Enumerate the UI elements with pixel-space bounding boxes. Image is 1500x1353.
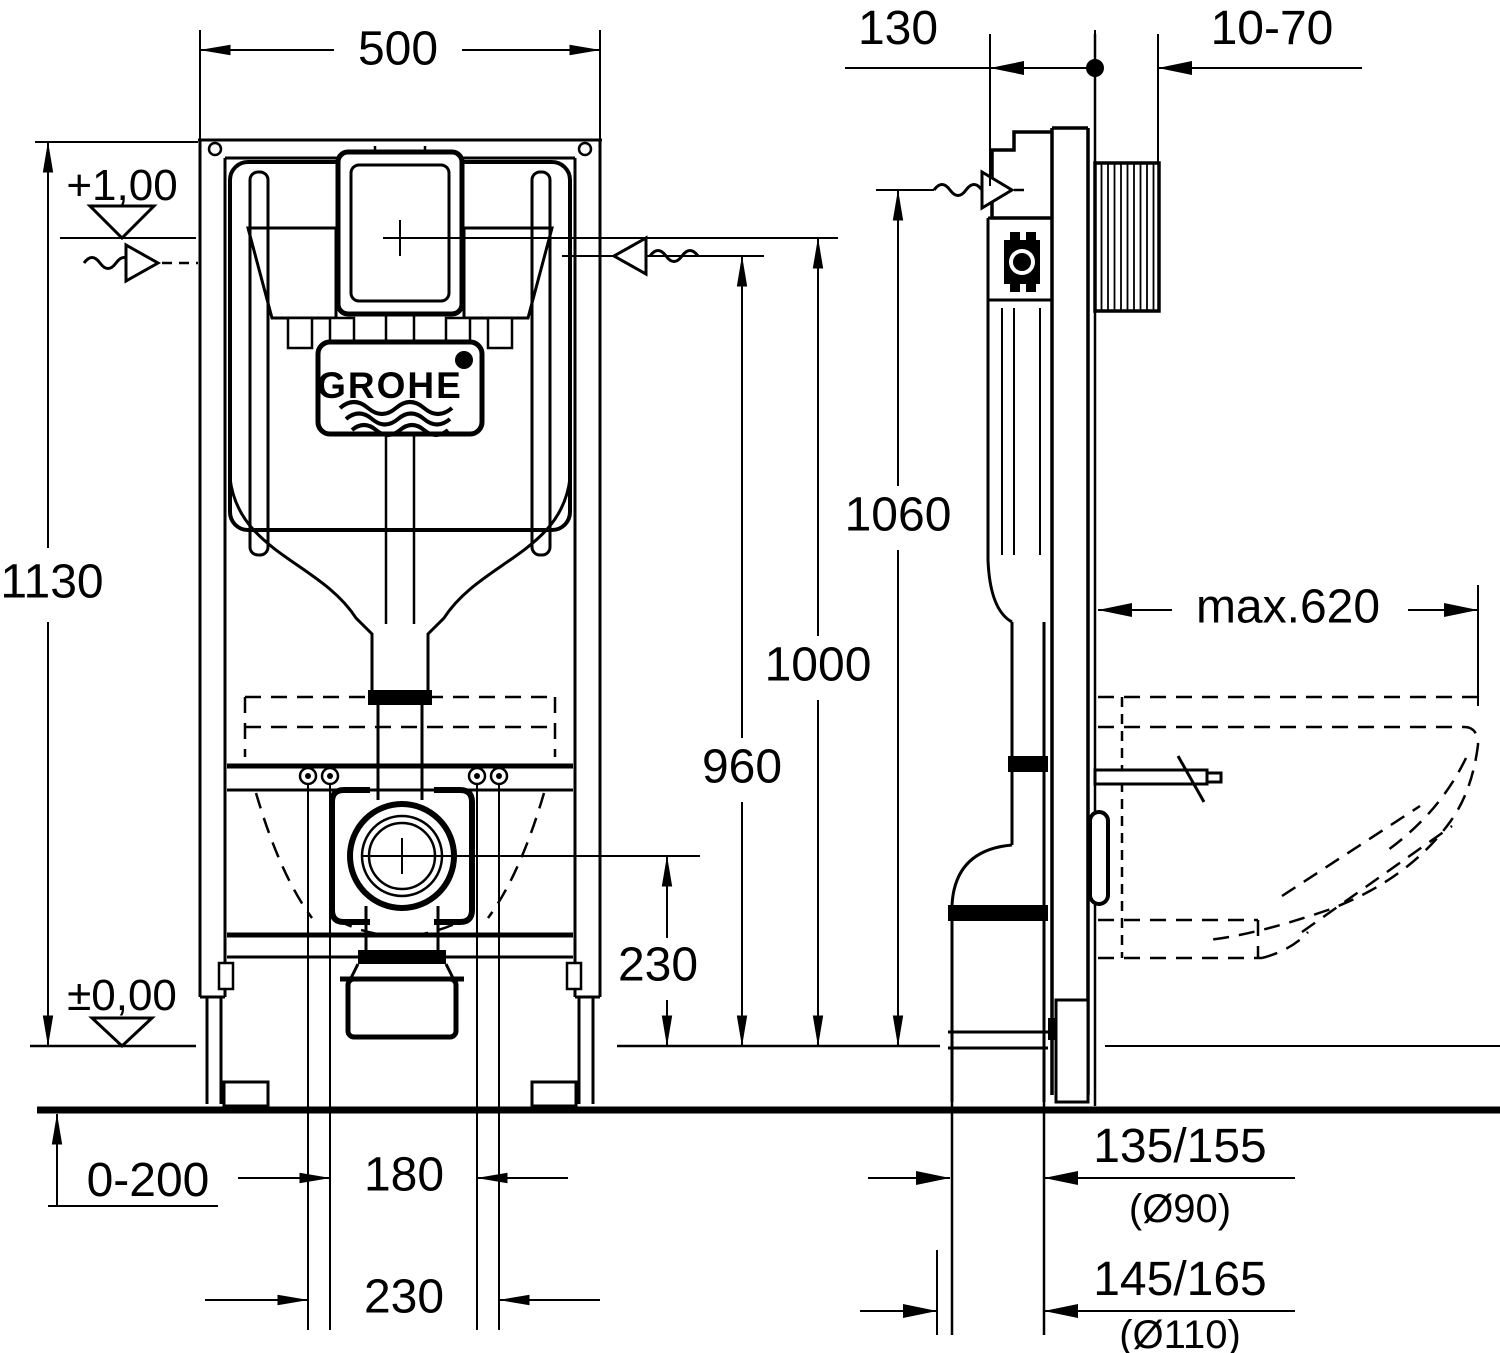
dim-145-165-label: 145/165	[1093, 1253, 1267, 1306]
wall-section	[1093, 34, 1161, 1106]
lower-crossbar	[227, 932, 573, 959]
dim-230-bolts-label: 230	[364, 1271, 444, 1324]
flush-plate-frame	[335, 146, 838, 317]
dim-960-label: 960	[702, 741, 782, 794]
level-marker-zero: ±0,00	[67, 971, 177, 1049]
pipe-coupling	[948, 905, 1048, 921]
rail-clamp	[217, 961, 235, 991]
mount-clip	[286, 316, 314, 350]
registered-dot-icon	[455, 351, 473, 369]
front-view: GROHE	[198, 138, 838, 1330]
dim-wall-10-70: 10-70	[1157, 2, 1362, 163]
dim-1000-label: 1000	[765, 639, 872, 692]
dim-0-200-label: 0-200	[87, 1154, 210, 1207]
reference-lines	[30, 237, 1500, 1114]
pipe-coupling	[1008, 756, 1048, 772]
level-zero-label: ±0,00	[67, 971, 177, 1020]
water-chamber	[246, 226, 338, 320]
level-plus-label: +1,00	[66, 161, 177, 210]
foot-clamp	[1048, 1018, 1056, 1040]
dim-drain-145-165: 145/165 (Ø110)	[860, 1253, 1295, 1353]
dim-130-label: 130	[858, 2, 938, 55]
arrow-left-icon	[1158, 61, 1192, 75]
wc-pan-dashed	[1088, 695, 1480, 960]
side-foot	[1054, 998, 1090, 1104]
side-frame-rail	[1048, 126, 1090, 1104]
dia-90-label: (Ø90)	[1129, 1187, 1231, 1231]
dim-960: 960	[702, 255, 782, 1047]
dim-500-label: 500	[358, 23, 438, 76]
drain-socket	[345, 976, 459, 1040]
logo-wave-icon	[344, 411, 452, 427]
level-triangle-icon	[86, 204, 158, 241]
logo-wave-icon	[338, 400, 454, 416]
dim-bolts-230: 230	[205, 1271, 600, 1324]
dim-depth-130: 130	[845, 2, 1104, 186]
dim-drain-135-155: 135/155 (Ø90)	[868, 1120, 1295, 1231]
dim-1130-label: 1130	[0, 556, 103, 609]
dim-dot-icon	[1086, 59, 1104, 77]
dim-foot-0-200: 0-200	[48, 1113, 218, 1207]
arrow-right-icon	[903, 1304, 937, 1318]
dim-height-1130: 1130	[0, 141, 198, 1047]
level-marker-plus: +1,00	[66, 161, 178, 241]
arrow-left-icon	[1098, 603, 1132, 617]
arrow-left-icon	[1044, 1171, 1078, 1185]
dim-10-70-label: 10-70	[1211, 2, 1334, 55]
dim-1000: 1000	[765, 237, 872, 1047]
side-cistern	[936, 130, 1052, 1335]
dim-max-620-label: max.620	[1196, 581, 1380, 634]
dim-drain-230: 230	[618, 855, 698, 1047]
wall-bracket	[1088, 810, 1110, 906]
corner-screw-icon	[577, 141, 593, 157]
supply-arrow-right-icon	[562, 235, 764, 277]
fixing-bolt	[298, 766, 509, 786]
dim-230-height-label: 230	[618, 939, 698, 992]
foot-plate	[222, 1080, 270, 1108]
rail-clamp	[565, 961, 583, 991]
dim-135-155-label: 135/155	[1093, 1120, 1267, 1173]
dim-1060-label: 1060	[845, 489, 952, 542]
dim-max-620: max.620	[1098, 581, 1479, 706]
dim-bolts-180: 180	[238, 1149, 568, 1202]
arrow-right-icon	[990, 61, 1024, 75]
tank-slot	[530, 170, 552, 557]
drain-elbow	[329, 787, 700, 1040]
corner-screw-icon	[207, 141, 223, 157]
dim-180-label: 180	[364, 1149, 444, 1202]
dim-1060: 1060	[845, 189, 952, 1047]
water-supply-symbols	[82, 169, 1028, 284]
logo-wave-icon	[350, 423, 450, 437]
wall-finish-hatch	[1093, 161, 1161, 313]
mount-clip	[486, 316, 514, 350]
side-elbow	[950, 843, 1013, 906]
level-triangle-icon	[88, 1016, 156, 1049]
grohe-logo-text: GROHE	[317, 365, 463, 406]
water-chamber	[462, 226, 554, 320]
arrow-right-icon	[916, 1171, 950, 1185]
tank-slot	[248, 170, 270, 557]
dia-110-label: (Ø110)	[1119, 1313, 1241, 1353]
foot-plate	[530, 1080, 578, 1108]
dim-width-500: 500	[199, 23, 601, 140]
pan-outline-dashed	[254, 792, 314, 919]
arrow-right-icon	[1444, 603, 1478, 617]
grohe-logo-plate: GROHE	[315, 339, 485, 437]
supply-arrow-left-icon	[82, 242, 198, 284]
pipe-coupling	[368, 690, 432, 705]
arrow-left-icon	[1044, 1304, 1078, 1318]
flush-pipe	[368, 648, 432, 800]
